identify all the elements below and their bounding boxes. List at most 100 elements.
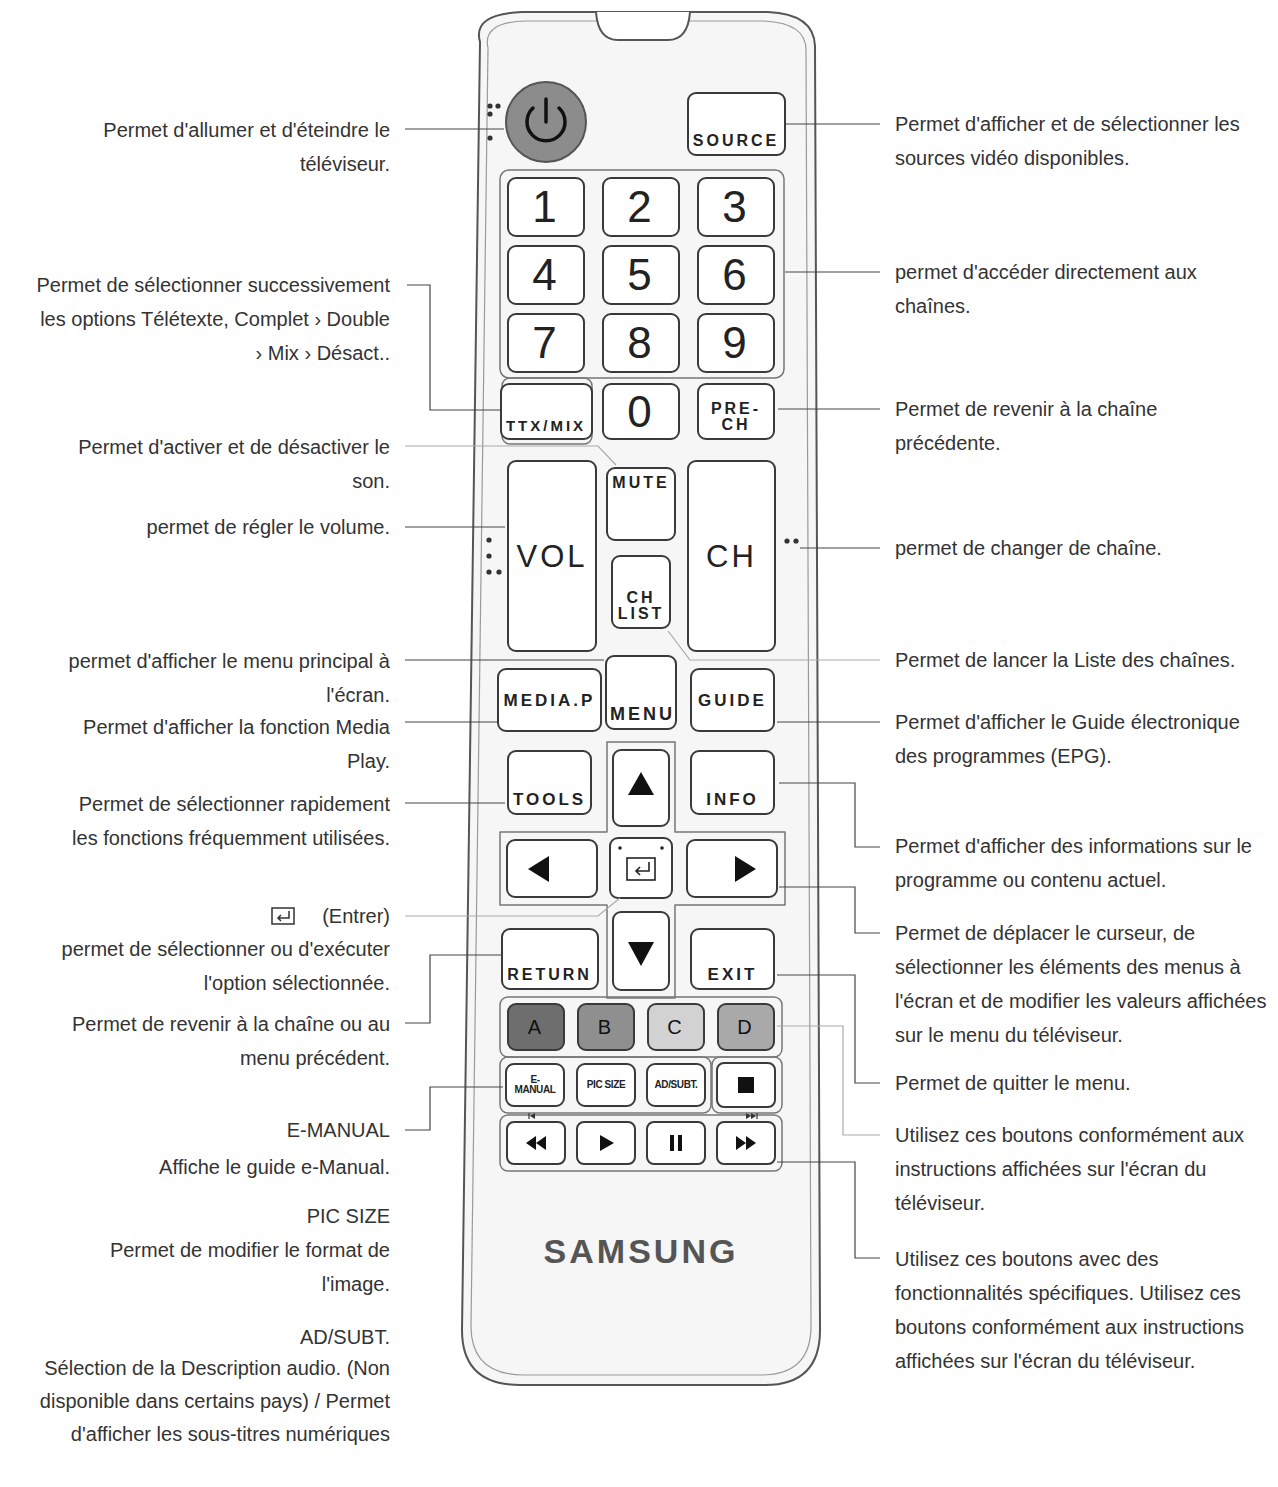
media-keys [600, 1135, 614, 1151]
button-label: 0 [604, 390, 678, 434]
button-label: B [579, 1017, 633, 1037]
navigation-keys [610, 838, 672, 898]
callout-text: permet d'afficher le menu principal à l'… [50, 644, 390, 712]
leader-lines [785, 271, 880, 272]
remote-housing [462, 12, 820, 1385]
button-label: E-MANUAL [507, 1075, 563, 1095]
button-label: 6 [699, 253, 773, 297]
leader-lines [777, 1162, 880, 1258]
tactile-dots [486, 537, 491, 542]
media-keys [536, 1136, 546, 1150]
media-keys [717, 1063, 775, 1107]
button-label: RETURN [503, 967, 597, 983]
leader-lines [405, 659, 604, 660]
navigation-keys [628, 942, 654, 966]
remote-button: INFO [690, 750, 775, 815]
navigation-keys [660, 846, 664, 850]
button-label: CH LIST [613, 590, 669, 622]
tactile-dots [496, 569, 501, 574]
power-button [506, 82, 586, 162]
callout-text: Permet de sélectionner rapidement les fo… [50, 787, 390, 855]
media-keys [751, 1113, 756, 1119]
enter-icon [278, 911, 289, 921]
callout-text: permet de régler le volume. [50, 510, 390, 544]
media-keys [738, 1077, 754, 1093]
callout-text: Permet de lancer la Liste des chaînes. [895, 643, 1273, 677]
callout-text: Permet d'afficher des informations sur l… [895, 829, 1265, 897]
remote-button: 8 [602, 313, 680, 373]
remote-button: VOL [507, 460, 597, 652]
callout-text: permet de sélectionner ou d'exécuter l'o… [20, 932, 390, 1000]
media-keys [746, 1136, 756, 1150]
leader-lines [405, 955, 505, 1023]
power-button [544, 99, 548, 122]
button-label: 1 [509, 185, 583, 229]
button-label: TOOLS [509, 791, 590, 808]
leader-lines [800, 547, 880, 548]
media-keys [670, 1135, 674, 1151]
remote-button: CH LIST [611, 555, 671, 629]
remote-button: E-MANUAL [505, 1063, 565, 1107]
remote-button: D [717, 1003, 775, 1051]
navigation-keys [618, 846, 622, 850]
leader-lines-light [405, 898, 620, 916]
remote-button: SOURCE [687, 92, 786, 156]
leader-lines [405, 1087, 503, 1130]
media-keys [528, 1113, 529, 1119]
media-keys [678, 1135, 682, 1151]
media-keys [647, 1122, 705, 1164]
button-label: 5 [604, 253, 678, 297]
tactile-dots [784, 538, 789, 543]
navigation-keys [507, 840, 597, 897]
remote-button: A [507, 1003, 565, 1051]
remote-button: CH [687, 460, 776, 652]
leader-lines-light [777, 1026, 880, 1135]
remote-button: 4 [507, 245, 585, 305]
button-label: MUTE [608, 475, 674, 491]
leader-lines [777, 721, 880, 722]
remote-button: 5 [602, 245, 680, 305]
button-label: TTX/MIX [502, 418, 591, 433]
remote-button: 6 [697, 245, 775, 305]
leader-lines [779, 887, 880, 933]
remote-button: 7 [507, 313, 585, 373]
callout-text: Permet d'afficher le Guide électronique … [895, 705, 1265, 773]
remote-button: PRE-CH [697, 383, 775, 440]
enter-icon [272, 908, 294, 924]
remote-button: TTX/MIX [500, 383, 593, 440]
remote-housing [462, 12, 820, 1385]
button-label: C [649, 1017, 703, 1037]
callout-text: Permet de déplacer le curseur, de sélect… [895, 916, 1273, 1052]
button-panel [500, 170, 784, 378]
button-panel [500, 1115, 782, 1171]
navigation-keys [613, 750, 669, 826]
button-label: 4 [509, 253, 583, 297]
callout-text: Permet de quitter le menu. [895, 1066, 1265, 1100]
button-label: SOURCE [689, 133, 784, 149]
button-label: 2 [604, 185, 678, 229]
callout-text: (Entrer) [190, 899, 390, 933]
remote-housing [596, 12, 690, 40]
button-panel [500, 742, 785, 998]
callout-text: Permet d'activer et de désactiver le son… [50, 430, 390, 498]
callout-text: Permet d'allumer et d'éteindre le télévi… [70, 113, 390, 181]
leader-lines [407, 285, 505, 410]
remote-button: MENU [605, 655, 677, 730]
tactile-dots [486, 569, 491, 574]
callout-text: Permet de sélectionner successivement le… [30, 268, 390, 370]
media-keys [526, 1136, 536, 1150]
leader-lines [405, 124, 880, 1258]
button-label: CH [689, 541, 774, 572]
remote-button: AD/SUBT. [646, 1063, 706, 1107]
leader-lines-light [405, 446, 880, 1135]
button-label: AD/SUBT. [648, 1080, 704, 1090]
leader-lines [778, 408, 880, 409]
tactile-dots [487, 111, 492, 116]
navigation-keys [613, 912, 669, 990]
remote-button: B [577, 1003, 635, 1051]
remote-button: MEDIA.P [497, 668, 602, 732]
button-label: MEDIA.P [499, 692, 600, 709]
tactile-dots [487, 103, 492, 108]
